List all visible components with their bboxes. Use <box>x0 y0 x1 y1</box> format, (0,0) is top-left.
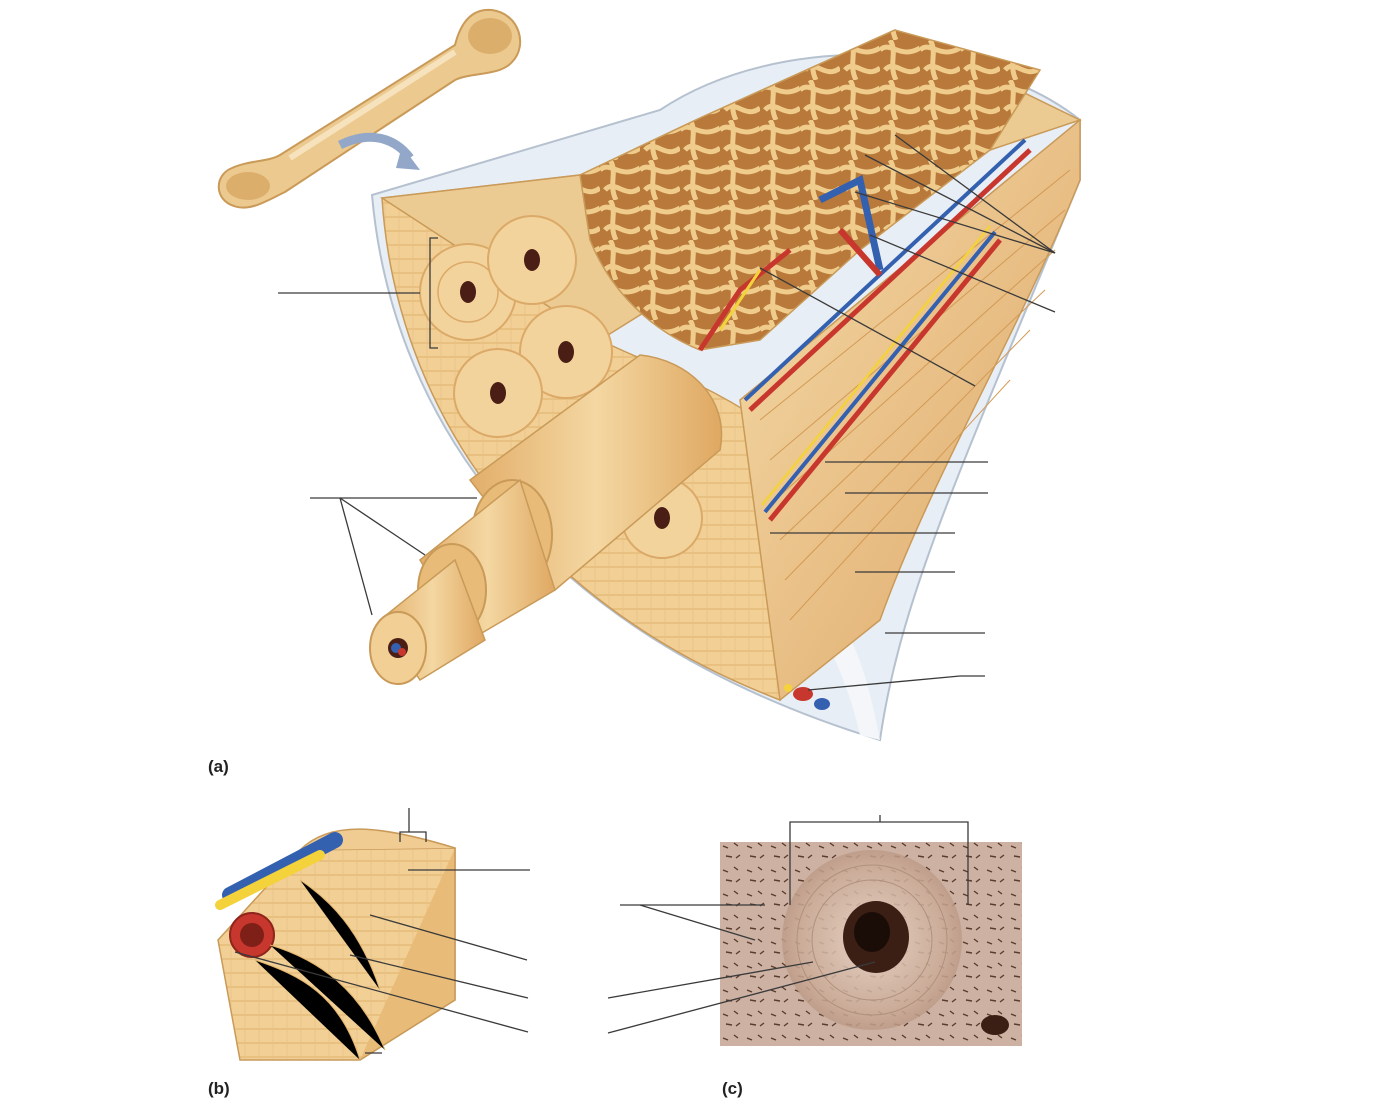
panel-label-c: (c) <box>722 1079 743 1098</box>
panel-c-micrograph <box>720 842 1022 1046</box>
leader-lines-b <box>234 808 530 1054</box>
compact-bone-longitudinal <box>739 118 1081 702</box>
panel-label-b: (b) <box>208 1079 230 1098</box>
panel-label-a: (a) <box>208 757 229 776</box>
periosteal-vessel <box>784 684 830 710</box>
spongy-bone <box>579 29 1042 351</box>
leader-lines-a <box>278 134 1056 691</box>
osteon-telescope <box>369 354 723 685</box>
panel-b-osteon-detail <box>215 828 456 1061</box>
osteon-cross-sections <box>419 215 703 559</box>
perforating-and-central-vessels <box>697 138 1032 522</box>
long-bone-icon <box>217 8 522 209</box>
leader-lines-c <box>607 815 969 1034</box>
zoom-arrow-icon <box>396 146 420 170</box>
